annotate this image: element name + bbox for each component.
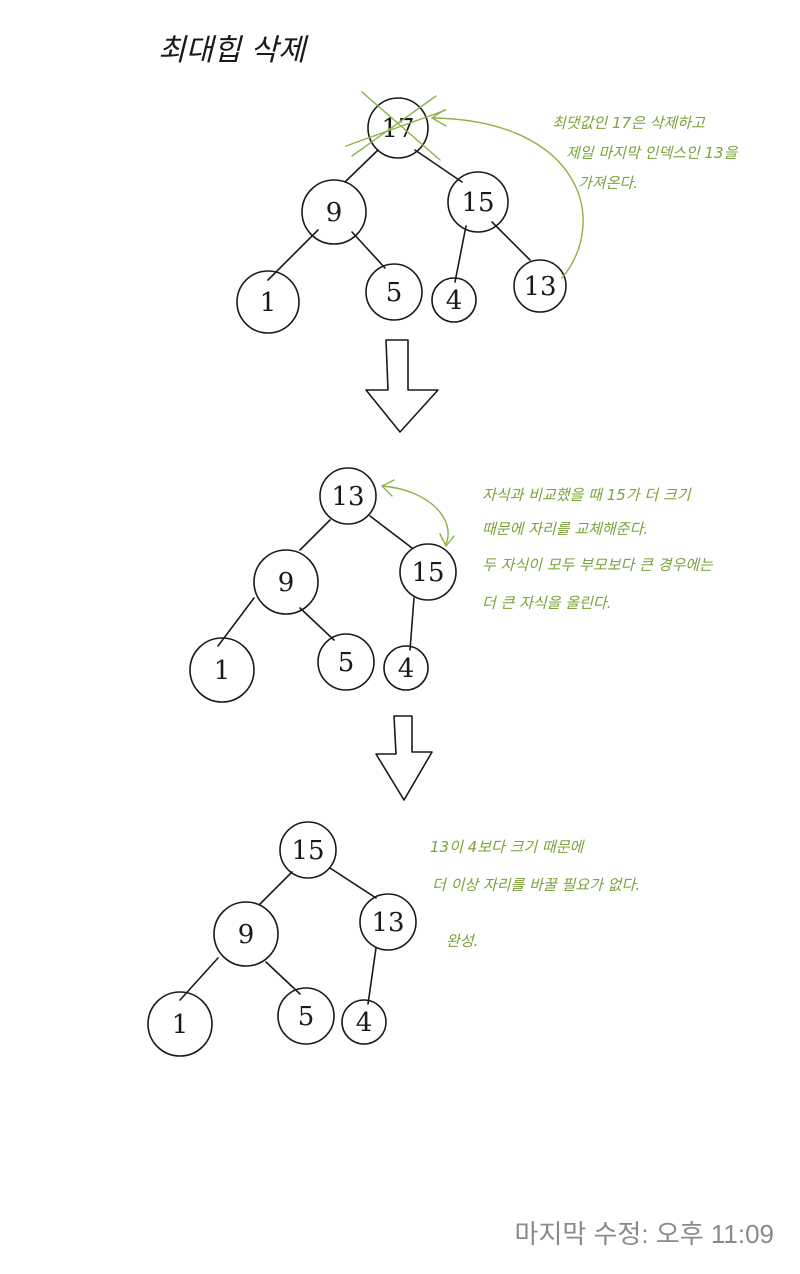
node-circle [383,645,429,691]
node-circle [253,549,319,615]
arrow-head [431,109,447,127]
node-circle [189,637,255,703]
page-title: 최대힙 삭제 [158,33,309,68]
node-circle [277,987,335,1045]
node-label: 1 [172,1010,189,1040]
node-circle [359,893,417,951]
node-label: 4 [398,654,415,684]
node-circle [399,543,457,601]
edge [299,607,335,641]
edge [491,221,531,261]
down-arrow-icon [375,715,433,801]
node-label: 9 [238,920,255,950]
curved-arrow-icon [431,117,584,279]
node-circle [513,259,567,313]
node-circle [317,633,375,691]
node-label: 9 [278,568,295,598]
node-circle [319,467,377,525]
node-circle [341,999,387,1045]
node-label: 17 [381,114,414,144]
node-label: 15 [291,836,324,866]
edge [414,149,463,183]
node-label: 13 [371,908,404,938]
down-arrow-icon [365,339,439,433]
edge [259,871,293,905]
tree-done: 15 9 13 1 5 4 13이 4보다 크기 때문에 더 이상 자리를 바꿀… [147,821,645,1057]
cross-out-mark [345,91,447,161]
node-circle [147,991,213,1057]
arrow-head [381,479,395,497]
node-circle [447,171,509,233]
edge [344,149,379,183]
tree-swap: 13 9 15 1 5 4 자식과 비교했을 때 15가 더 크기 때문에 자리… [189,467,718,703]
node-circle [301,179,367,245]
edge [409,597,415,651]
node-label: 15 [411,558,444,588]
node-circle [365,263,423,321]
node-label: 9 [326,198,343,228]
node-circle [213,901,279,967]
node-circle [367,97,429,159]
node-label: 1 [214,656,231,686]
node-label: 15 [461,188,494,218]
note-before: 최댓값인 17은 삭제하고 제일 마지막 인덱스인 13을 가져온다. [552,114,742,192]
edge [367,947,377,1005]
edge [179,957,219,1001]
edge [351,231,386,269]
node-circle [236,270,300,334]
edge [369,515,413,549]
last-modified-label: 마지막 수정: 오후 11:09 [514,1219,774,1249]
tree-before: 17 9 15 1 5 4 13 최댓값인 17은 삭제하고 제일 마지막 인덱… [236,91,742,334]
node-label: 13 [331,482,364,512]
node-label: 13 [523,272,556,302]
node-label: 5 [298,1002,315,1032]
node-label: 4 [356,1008,373,1038]
edge [454,225,467,283]
node-label: 1 [260,288,277,318]
node-label: 4 [446,286,463,316]
edge [299,519,331,551]
node-circle [279,821,337,879]
node-label: 5 [386,278,403,308]
node-circle [431,277,477,323]
edge [265,961,301,995]
arrow-head [439,533,455,547]
edge [329,867,377,899]
note-swap: 자식과 비교했을 때 15가 더 크기 때문에 자리를 교체해준다. 두 자식이… [482,486,718,612]
curved-arrow-icon [381,485,449,545]
node-label: 5 [338,648,355,678]
note-done: 13이 4보다 크기 때문에 더 이상 자리를 바꿀 필요가 없다. 완성. [430,838,645,950]
